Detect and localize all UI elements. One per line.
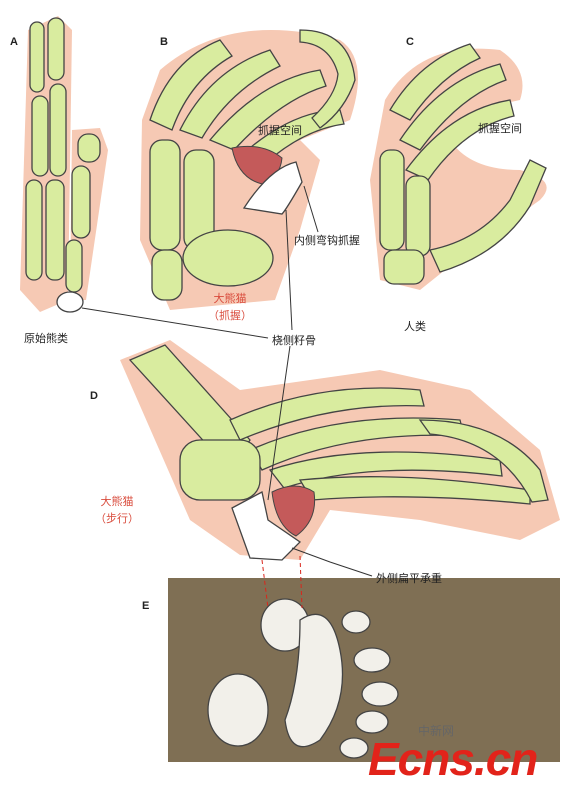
panda-grasp-hand <box>140 29 358 310</box>
muscle-d <box>271 485 316 537</box>
grasp-space-label-c: 抓握空间 <box>478 122 522 135</box>
primitive-bear-hand <box>20 16 108 313</box>
panda-walk-line1: 大熊猫 <box>100 495 134 508</box>
panda-grasp-line2: （抓握） <box>208 309 252 322</box>
sesamoid-d <box>231 491 302 561</box>
panda-paw-pad <box>168 578 560 762</box>
panel-label-e: E <box>142 600 150 612</box>
panel-label-d: D <box>90 390 98 402</box>
panda-walk-line2: （步行） <box>95 512 139 525</box>
dashed-guides <box>261 555 303 609</box>
ecns-logo: Ecns.cn <box>368 733 538 785</box>
panda-grasp-label: 大熊猫 （抓握） <box>205 290 255 324</box>
panel-label-b: B <box>160 36 168 48</box>
watermark-sub: 中新网 <box>418 724 455 738</box>
human-label: 人类 <box>404 320 426 333</box>
lateral-flat-bearing-label: 外侧扁平承重 <box>376 572 442 585</box>
sesamoid-b <box>242 161 303 215</box>
sesamoid-a <box>56 291 84 313</box>
panda-grasp-line1: 大熊猫 <box>213 292 247 305</box>
panel-label-c: C <box>406 36 414 48</box>
human-hand <box>370 43 547 290</box>
grasp-space-label-b: 抓握空间 <box>258 124 302 137</box>
panel-label-a: A <box>10 36 18 48</box>
medial-hook-grip-label: 内侧弯钩抓握 <box>294 234 360 247</box>
leader-lines <box>81 185 373 577</box>
radial-sesamoid-label: 桡侧籽骨 <box>272 334 316 347</box>
panda-walk-label: 大熊猫 （步行） <box>92 493 142 527</box>
panda-walk-hand <box>120 340 560 561</box>
primitive-bears-label: 原始熊类 <box>24 332 68 345</box>
